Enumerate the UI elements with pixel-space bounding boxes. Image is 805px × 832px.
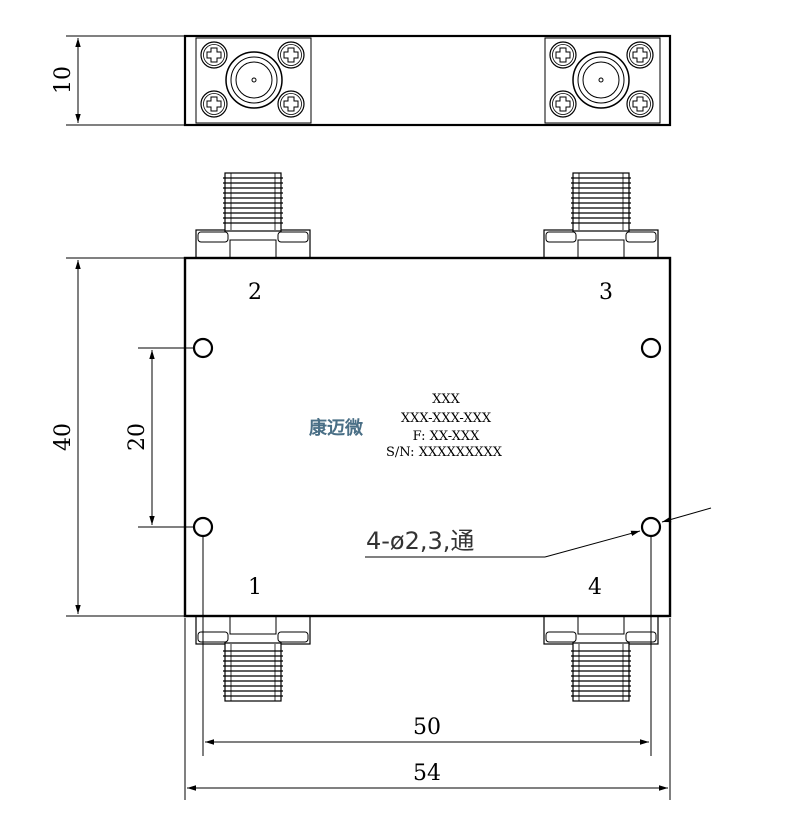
- label-line-1: XXX: [432, 392, 461, 407]
- hole-note-text: 4-ø2,3,通: [366, 527, 474, 555]
- connector-top-left: [195, 172, 311, 259]
- side-view: [183, 34, 672, 127]
- connector-bottom-left: [195, 615, 311, 702]
- dimension-height-side: 10: [51, 35, 185, 126]
- mounting-holes: [192, 337, 662, 538]
- dimension-width-body: 54: [184, 618, 671, 800]
- dimension-hole-spacing-vertical: 20: [125, 347, 194, 528]
- brand-logo-text: 康迈微: [309, 417, 363, 439]
- dim-40-label: 40: [51, 423, 76, 451]
- dim-54-label: 54: [413, 761, 441, 786]
- label-line-3: F: XX-XXX: [413, 429, 481, 444]
- hole-callout: 4-ø2,3,通: [365, 507, 712, 558]
- product-label: XXX XXX-XXX-XXX F: XX-XXX S/N: XXXXXXXXX…: [309, 392, 503, 460]
- dim-10-label: 10: [51, 66, 76, 94]
- connector-bottom-right: [543, 615, 659, 702]
- dimension-hole-spacing-horizontal: 50: [202, 536, 652, 756]
- port-3-label: 3: [599, 280, 613, 305]
- port-4-label: 4: [588, 575, 602, 600]
- main-body: [183, 256, 672, 618]
- label-line-2: XXX-XXX-XXX: [401, 411, 492, 426]
- dim-50-label: 50: [413, 715, 441, 740]
- connector-top-right: [543, 172, 659, 259]
- label-line-4: S/N: XXXXXXXXX: [386, 445, 503, 460]
- dimension-height-body: 40: [51, 257, 185, 617]
- port-2-label: 2: [248, 280, 262, 305]
- port-1-label: 1: [248, 575, 262, 600]
- dim-20-label: 20: [125, 423, 150, 451]
